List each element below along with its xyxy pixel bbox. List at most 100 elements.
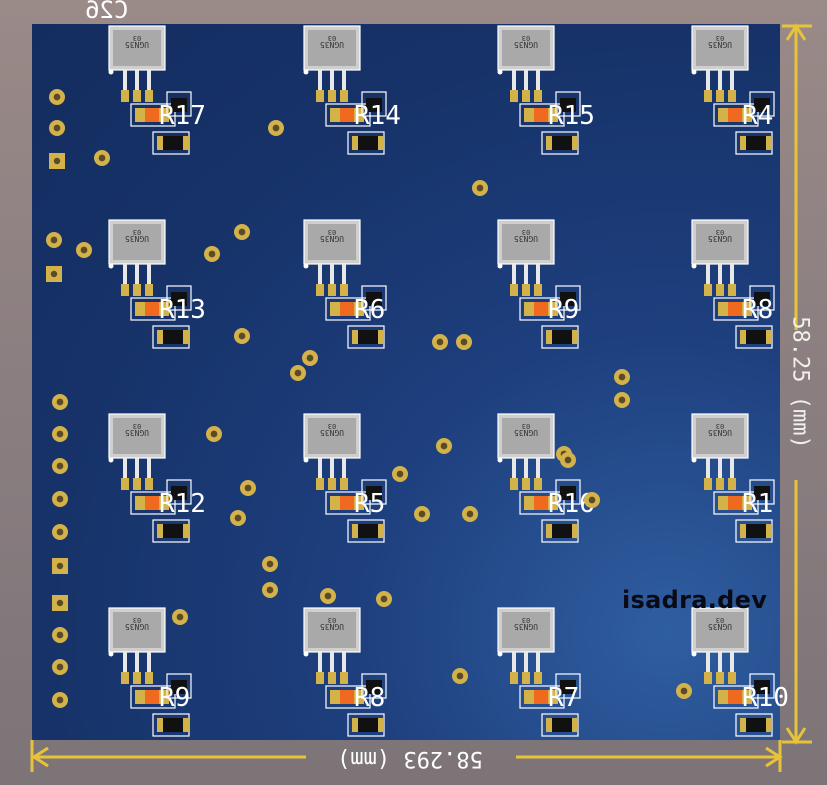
via-hole <box>53 93 61 101</box>
sensor-face <box>502 418 550 454</box>
sensor-lead-pad <box>510 672 518 684</box>
via-hole <box>208 250 216 258</box>
sensor-leg <box>330 264 334 286</box>
sensor-lead-pad <box>728 672 736 684</box>
sensor-leg <box>718 70 722 92</box>
dark-component <box>560 486 576 500</box>
via-hole <box>306 354 314 362</box>
pin1-dot <box>497 69 503 75</box>
sensor-leg <box>512 652 516 674</box>
resistor-pad <box>742 108 752 122</box>
sensor-leg <box>318 652 322 674</box>
resistor-body <box>534 690 548 704</box>
dark-component <box>163 718 183 732</box>
component-pad <box>572 524 578 538</box>
component-pad <box>157 718 163 732</box>
resistor-pad <box>135 302 145 316</box>
component-pad <box>766 524 772 538</box>
sensor-leg <box>536 458 540 480</box>
sensor-leg <box>123 458 127 480</box>
sensor-face <box>113 30 161 66</box>
resistor-pad <box>330 496 340 510</box>
dimension-height-label: 58.25 (mm) <box>787 316 813 449</box>
via-hole <box>176 613 184 621</box>
sensor-leg <box>512 70 516 92</box>
via-hole <box>564 456 572 464</box>
component-pad <box>183 136 189 150</box>
pin1-dot <box>497 457 503 463</box>
sensor-leg <box>718 264 722 286</box>
resistor-body <box>728 108 742 122</box>
component-outline <box>749 91 775 117</box>
sensor-leg <box>147 652 151 674</box>
sensor-face <box>502 612 550 648</box>
sensor-lead-pad <box>145 284 153 296</box>
sensor-leg <box>123 70 127 92</box>
component-pad <box>546 718 552 732</box>
dark-component <box>746 718 766 732</box>
dark-component <box>552 718 572 732</box>
sensor-code: 03 <box>522 422 530 430</box>
sensor-face <box>502 30 550 66</box>
via-hole <box>53 124 61 132</box>
resistor-body <box>340 108 354 122</box>
top-reference-label: C26 <box>85 0 129 24</box>
resistor-pad <box>135 496 145 510</box>
sensor-leg <box>318 264 322 286</box>
sensor-code: 03 <box>133 228 141 236</box>
component-outline <box>361 285 387 311</box>
component-pad <box>766 718 772 732</box>
component-pad <box>378 330 384 344</box>
sensor-code: 03 <box>716 422 724 430</box>
resistor-pad <box>524 302 534 316</box>
component-pad <box>572 718 578 732</box>
resistor-pad <box>159 496 169 510</box>
sensor-marking: UGN35 <box>125 234 149 243</box>
component-outline <box>166 479 192 505</box>
dark-component <box>754 680 770 694</box>
resistor-ref-label: R10 <box>742 683 789 713</box>
component-pad <box>378 718 384 732</box>
sensor-code: 03 <box>328 422 336 430</box>
resistor-body <box>728 690 742 704</box>
via-hole <box>324 592 332 600</box>
sensor-lead-pad <box>534 284 542 296</box>
sensor-leg <box>342 458 346 480</box>
sensor-face <box>502 224 550 260</box>
component-outline <box>749 479 775 505</box>
sensor-lead-pad <box>133 672 141 684</box>
pin1-dot <box>108 651 114 657</box>
sensor-lead-pad <box>328 672 336 684</box>
sensor-leg <box>524 264 528 286</box>
pin1-dot <box>108 457 114 463</box>
resistor-outline <box>519 103 565 127</box>
dark-component <box>754 98 770 112</box>
sensor-face <box>113 224 161 260</box>
resistor-pad <box>330 302 340 316</box>
sensor-code: 03 <box>328 34 336 42</box>
resistor-ref-label: R14 <box>354 101 401 131</box>
component-pad <box>546 524 552 538</box>
resistor-pad <box>718 302 728 316</box>
via-hole <box>460 338 468 346</box>
pin1-dot <box>691 69 697 75</box>
dark-component <box>746 524 766 538</box>
sensor-marking: UGN35 <box>514 234 538 243</box>
sensor-lead-pad <box>316 284 324 296</box>
resistor-ref-label: R7 <box>548 683 579 713</box>
dark-component <box>358 136 378 150</box>
sensor-leg <box>706 652 710 674</box>
resistor-ref-label: R5 <box>354 489 385 519</box>
resistor-body <box>145 108 159 122</box>
via-hole <box>396 470 404 478</box>
component-pad <box>546 330 552 344</box>
dark-component <box>366 680 382 694</box>
sensor-lead-pad <box>121 90 129 102</box>
resistor-outline <box>713 297 759 321</box>
